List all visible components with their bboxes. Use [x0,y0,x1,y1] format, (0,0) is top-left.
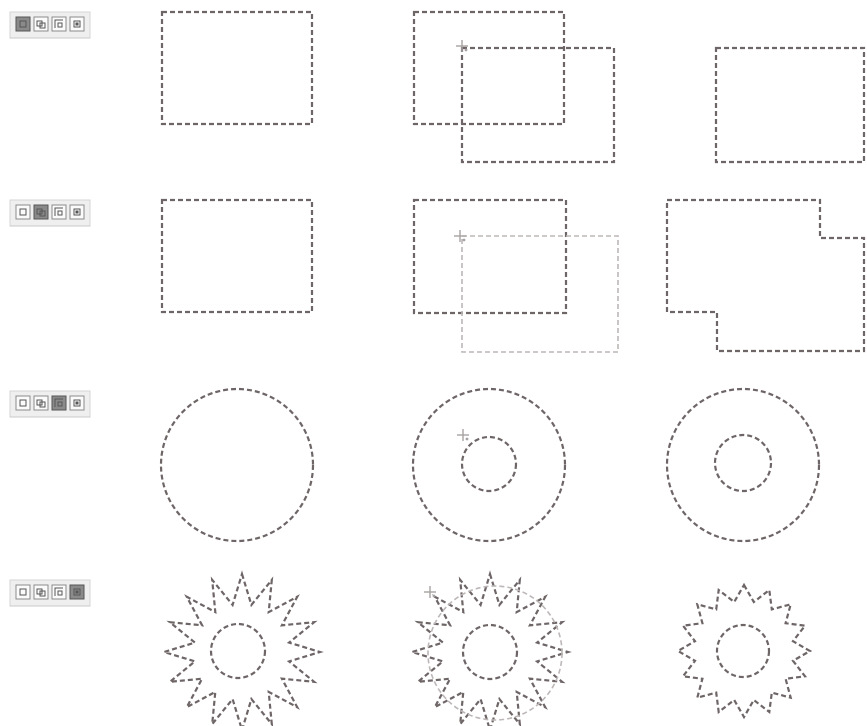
initial-rectangle-selection [162,200,312,312]
resulting-selection [678,585,810,717]
subtract-from-selection-button[interactable] [52,396,66,410]
crosshair-cursor-icon [457,429,469,441]
add-to-selection-button[interactable] [34,17,48,31]
new-selection-button[interactable] [16,205,30,219]
drawing-second-selection [413,389,565,541]
intersect-with-selection-button[interactable] [70,17,84,31]
row-subtract-from-selection [10,389,819,541]
add-to-selection-button[interactable] [34,205,48,219]
row-new-selection [10,12,864,162]
initial-circle-selection [161,389,313,541]
drawing-second-selection [414,200,618,352]
initial-star-selection [164,574,320,726]
resulting-selection [667,389,819,541]
crosshair-cursor-icon [456,40,468,52]
subtract-from-selection-button[interactable] [52,17,66,31]
row-intersect-with-selection [10,574,810,726]
add-to-selection-button[interactable] [34,396,48,410]
resulting-selection [667,200,864,351]
initial-rectangle-selection [162,12,312,124]
add-to-selection-button[interactable] [34,585,48,599]
crosshair-cursor-icon [424,586,436,598]
intersect-with-selection-button[interactable] [70,396,84,410]
intersect-with-selection-button[interactable] [70,205,84,219]
subtract-from-selection-button[interactable] [52,585,66,599]
selection-toolbar [10,200,90,226]
intersect-with-selection-button[interactable] [70,585,84,599]
selection-toolbar [10,580,90,606]
subtract-from-selection-button[interactable] [52,205,66,219]
drawing-second-selection [414,12,614,162]
row-add-to-selection [10,200,864,352]
new-selection-button[interactable] [16,585,30,599]
crosshair-cursor-icon [454,230,466,242]
resulting-selection [716,48,864,162]
new-selection-button[interactable] [16,17,30,31]
selection-toolbar [10,391,90,417]
new-selection-button[interactable] [16,396,30,410]
selection-toolbar [10,12,90,38]
drawing-second-selection [412,574,568,726]
